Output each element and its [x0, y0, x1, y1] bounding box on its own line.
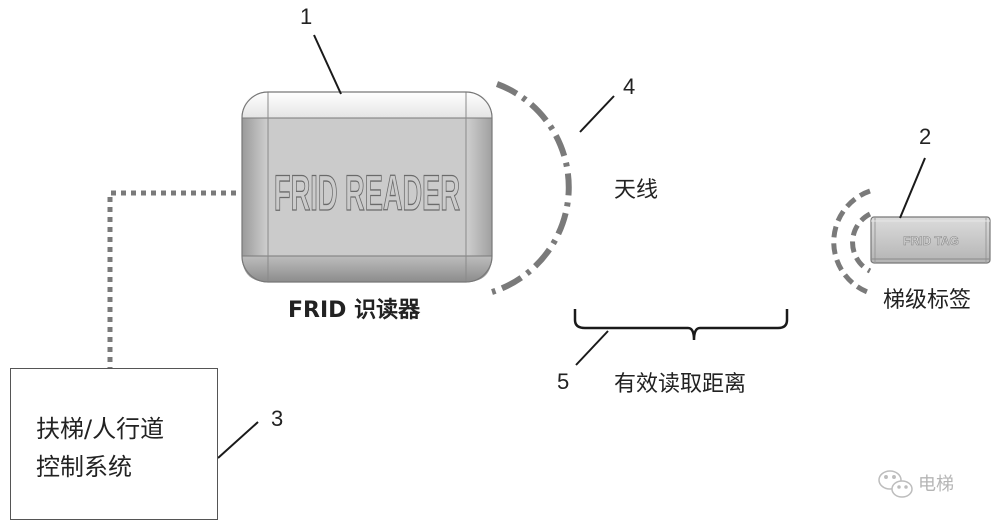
- tag-wave-outer: [831, 188, 871, 296]
- tag-wave-inner: [850, 211, 872, 274]
- control-system-label: 扶梯/人行道 控制系统: [36, 410, 164, 486]
- watermark-text: 电梯: [918, 474, 954, 495]
- tag-embossed-text: FRID TAG: [903, 234, 959, 248]
- callout-1-number: 1: [300, 4, 313, 29]
- callout-4-leader: [579, 95, 615, 133]
- rfid-reader: FRID READER: [241, 91, 493, 283]
- callout-1-leader: [313, 34, 342, 95]
- read-distance-caption: 有效读取距离: [614, 372, 747, 397]
- control-system-line2: 控制系统: [36, 453, 132, 481]
- read-distance-brace: [573, 309, 789, 341]
- antenna-arc: [491, 81, 572, 295]
- control-system-box: [10, 368, 218, 520]
- callout-5-number: 5: [557, 369, 570, 394]
- callout-5-leader: [575, 330, 609, 366]
- tag-caption: 梯级标签: [883, 288, 972, 313]
- reader-control-link: [107, 190, 236, 368]
- reader-caption: FRID 识读器: [288, 298, 421, 323]
- control-system-line1: 扶梯/人行道: [36, 415, 165, 443]
- callout-2-leader: [899, 157, 926, 219]
- callout-3-number: 3: [271, 406, 284, 431]
- callout-2-number: 2: [919, 124, 932, 149]
- antenna-caption: 天线: [614, 178, 659, 203]
- reader-embossed-text: FRID READER: [274, 165, 460, 221]
- wechat-icon: [878, 470, 913, 498]
- callout-3-leader: [217, 421, 259, 459]
- rfid-tag: FRID TAG: [870, 216, 991, 264]
- callout-4-number: 4: [623, 74, 636, 99]
